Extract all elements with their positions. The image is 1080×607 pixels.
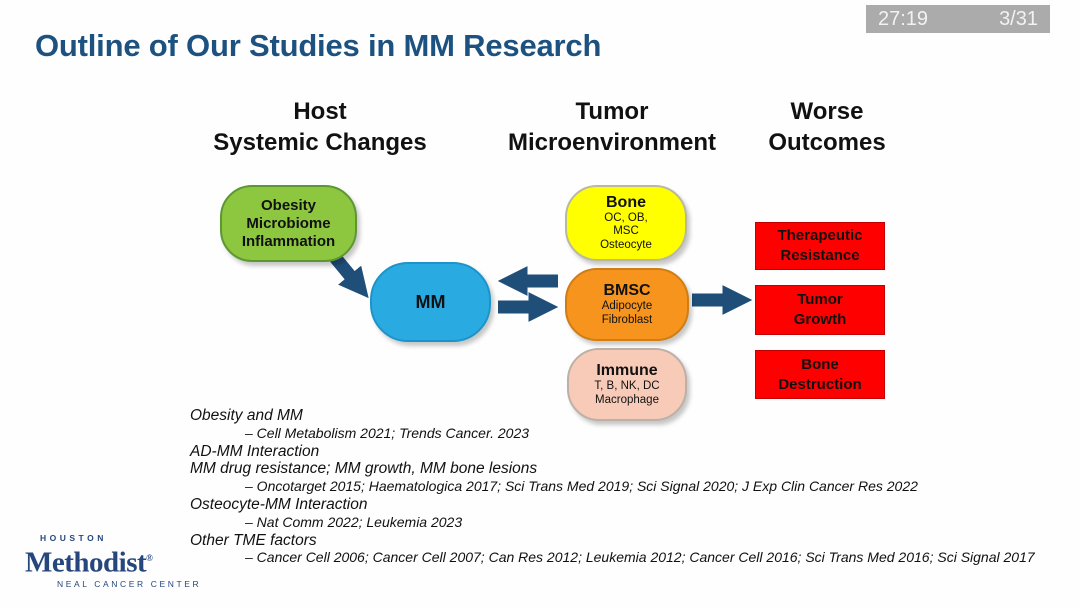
column-header-line: Microenvironment: [507, 129, 717, 156]
logo-neal-cancer-center-text: NEAL CANCER CENTER: [57, 578, 202, 589]
reference-topic: Obesity and MM: [190, 407, 303, 424]
bone-node-sub: OC, OB,: [604, 211, 648, 224]
reference-topic: AD-MM Interaction: [190, 442, 320, 460]
outcome-line: Tumor: [797, 291, 843, 308]
column-header-line: Systemic Changes: [213, 129, 427, 156]
column-header-line: Worse: [790, 98, 864, 125]
outcome-line: Therapeutic: [777, 227, 863, 244]
bmsc-node-sub: Fibroblast: [601, 313, 653, 326]
reference-topic: MM drug resistance; MM growth, MM bone l…: [190, 460, 538, 478]
reference-topic: Other TME factors: [190, 531, 317, 549]
mm-node-label: MM: [415, 291, 446, 312]
column-header-line: Tumor: [575, 98, 649, 125]
logo-houston-text: HOUSTON: [40, 533, 107, 543]
column-header-line: Outcomes: [768, 129, 886, 156]
reference-list: Obesity and MM – Cell Metabolism 2021; T…: [190, 407, 1080, 567]
bone-node: Bone OC, OB, MSC Osteocyte: [565, 185, 687, 261]
reference-citation: – Oncotarget 2015; Haematologica 2017; S…: [245, 478, 918, 495]
outcome-tumor-growth: Tumor Growth: [755, 285, 885, 335]
outcome-line: Growth: [793, 311, 847, 328]
bmsc-node-title: BMSC: [603, 282, 651, 299]
bone-node-sub: MSC: [613, 225, 639, 238]
bone-node-title: Bone: [606, 193, 646, 211]
logo-name-text: Methodist: [25, 546, 147, 579]
column-header-host-systemic-changes: Host Systemic Changes: [195, 96, 445, 158]
bmsc-node: BMSC Adipocyte Fibroblast: [565, 268, 689, 341]
timer-value: 27:19: [878, 7, 929, 30]
reference-citation: – Nat Comm 2022; Leukemia 2023: [245, 513, 463, 530]
host-node-line: Obesity: [260, 196, 317, 214]
recording-timer-overlay: 27:19 3/31: [866, 5, 1050, 33]
registered-mark-icon: ®: [146, 553, 153, 563]
immune-node-title: Immune: [596, 362, 658, 379]
column-header-tumor-microenvironment: Tumor Microenvironment: [487, 96, 737, 158]
outcome-line: Resistance: [780, 247, 860, 264]
slide-title: Outline of Our Studies in MM Research: [35, 28, 602, 63]
outcome-line: Destruction: [778, 375, 862, 393]
host-node-line: Microbiome: [246, 214, 331, 232]
immune-node-sub: T, B, NK, DC: [594, 380, 660, 392]
slide-counter: 3/31: [999, 7, 1038, 30]
outcome-therapeutic-resistance: Therapeutic Resistance: [755, 222, 885, 270]
host-systemic-changes-node: Obesity Microbiome Inflammation: [220, 185, 357, 262]
outcome-line: Bone: [801, 355, 839, 373]
bmsc-node-sub: Adipocyte: [601, 300, 653, 312]
reference-topic: Osteocyte-MM Interaction: [190, 495, 368, 513]
immune-node: Immune T, B, NK, DC Macrophage: [567, 348, 687, 421]
bone-node-sub: Osteocyte: [600, 238, 652, 251]
column-header-line: Host: [293, 98, 347, 125]
logo-methodist-text: Methodist®: [25, 543, 201, 578]
houston-methodist-logo: HOUSTON Methodist® NEAL CANCER CENTER: [25, 533, 201, 589]
column-header-worse-outcomes: Worse Outcomes: [747, 96, 907, 158]
host-node-line: Inflammation: [241, 232, 336, 250]
reference-citation: – Cancer Cell 2006; Cancer Cell 2007; Ca…: [245, 549, 1035, 566]
mm-node: MM: [370, 262, 491, 342]
reference-citation: – Cell Metabolism 2021; Trends Cancer. 2…: [245, 424, 530, 441]
outcome-bone-destruction: Bone Destruction: [755, 350, 885, 399]
immune-node-sub: Macrophage: [595, 393, 659, 406]
